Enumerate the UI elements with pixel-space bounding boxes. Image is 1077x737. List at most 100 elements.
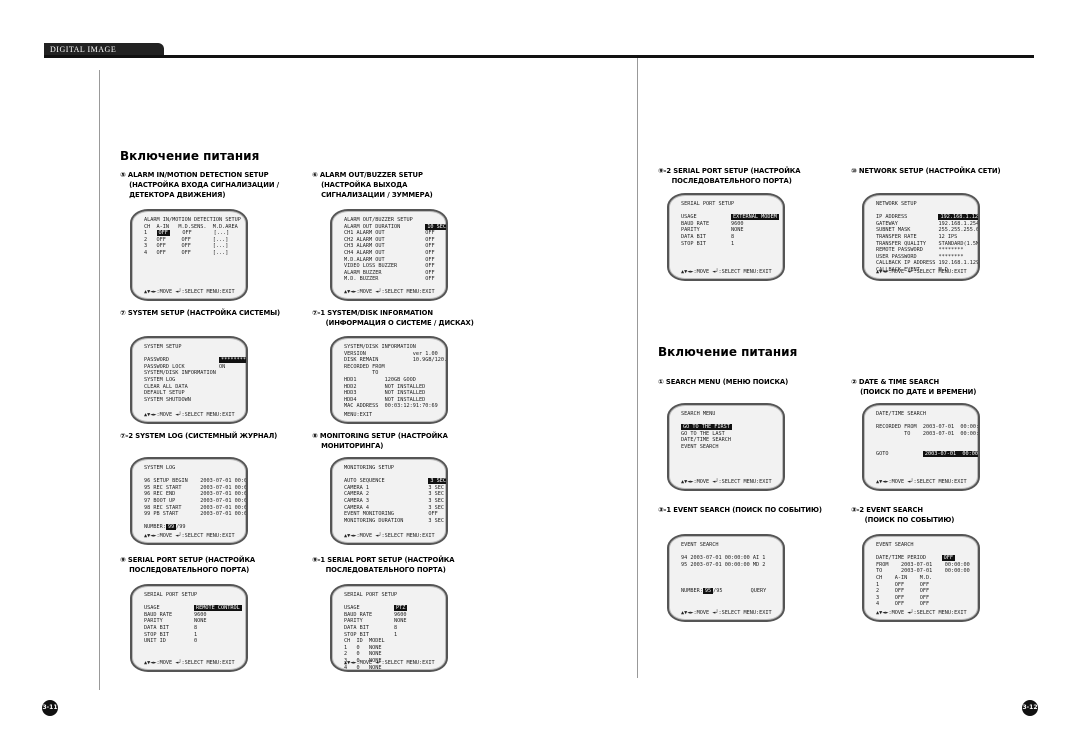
osd-text: SYSTEM/DISK INFORMATION	[144, 370, 216, 377]
osd-text: 2 OFF OFF [...]	[144, 236, 229, 243]
osd-line: ALARM BUZZER OFF	[344, 270, 438, 277]
osd-highlight[interactable]: EXTERNAL MODEM	[730, 214, 779, 221]
osd-text: CH4 ALARM OUT OFF	[344, 250, 435, 256]
osd-highlight[interactable]: OFF	[156, 230, 170, 237]
osd-line: 97 BOOT UP 2003-07-01 00:00:00	[144, 498, 246, 505]
osd-text: CH3 ALARM OUT OFF	[344, 243, 435, 250]
osd-highlight[interactable]: 99	[165, 524, 177, 531]
osd-text: HDD4 NOT INSTALLED	[344, 396, 426, 403]
osd-line: SYSTEM/DISK INFORMATION	[344, 344, 438, 351]
osd-highlight[interactable]: 192.168.1.129	[938, 214, 978, 221]
osd-text: SYSTEM SHUTDOWN	[144, 396, 191, 403]
osd-line: CAMERA 2 3 SEC	[344, 491, 444, 498]
osd-text: BAUD RATE 9600	[144, 611, 207, 618]
osd-text: DATA BIT 8	[344, 625, 398, 631]
osd-line: SERIAL PORT SETUP	[344, 592, 438, 599]
osd-line: 95 REC START 2003-07-01 00:00:00	[144, 485, 246, 492]
osd-footer: ▲▼◄►:MOVE ◄┘:SELECT MENU:EXIT	[344, 533, 435, 539]
osd-line: STOP BIT 1	[344, 632, 438, 639]
osd-highlight[interactable]: PTZ	[393, 605, 408, 612]
osd-line: TO	[344, 370, 438, 377]
osd-text: GOTO	[876, 450, 923, 457]
osd-text: USAGE	[344, 605, 394, 612]
osd-highlight[interactable]: GO TO THE FIRST	[681, 424, 732, 431]
osd-footer: ▲▼◄►:MOVE ◄┘:SELECT MENU:EXIT	[144, 289, 235, 295]
osd-text: VERSION ver 1.00	[344, 350, 438, 357]
osd-line: REMOTE PASSWORD ********	[876, 247, 970, 254]
osd-line: ALARM OUT/BUZZER SETUP	[344, 217, 438, 224]
osd-line: SYSTEM SETUP	[144, 344, 238, 351]
osd-line: DATA BIT 8	[681, 234, 775, 241]
osd-text: PARITY NONE	[344, 618, 407, 625]
osd-highlight[interactable]: OFF	[941, 555, 955, 562]
osd-footer: ▲▼◄►:MOVE ◄┘:SELECT MENU:EXIT	[876, 479, 967, 485]
osd-line: CALLBACK EVENT M.D	[876, 267, 970, 274]
osd-text: SUBNET MASK 255.255.255.0	[876, 227, 980, 234]
header-tab: DIGITAL IMAGE RECORDER	[44, 43, 164, 67]
osd-text: CAMERA 2 3 SEC	[344, 491, 444, 498]
osd-line: CH3 ALARM OUT OFF	[344, 243, 438, 250]
osd-line: 96 SETUP BEGIN 2003-07-01 00:00:00	[144, 478, 246, 485]
osd-line: HDD2 NOT INSTALLED	[344, 384, 438, 391]
osd-text: 95 REC START 2003-07-01 00:00:00	[144, 484, 248, 491]
osd-line: CH2 ALARM OUT OFF	[344, 237, 438, 244]
osd-text: RECORDED FROM 2003-07-01 00:00:00	[876, 424, 980, 431]
osd-highlight[interactable]: REMOTE CONTROL	[193, 605, 242, 612]
osd-line: NETWORK SETUP	[876, 201, 970, 208]
osd-text: HDD1 120GB GOOD	[344, 377, 416, 383]
panel-caption: ⑨ SERIAL PORT SETUP (НАСТРОЙКА ПОСЛЕДОВА…	[120, 556, 256, 574]
panel-caption: ⑤ ALARM IN/MOTION DETECTION SETUP (НАСТР…	[120, 171, 280, 199]
osd-line: UNIT ID 0	[144, 638, 238, 645]
osd-text: FROM 2003-07-01 00:00:00	[876, 561, 970, 568]
osd-line: SYSTEM LOG	[144, 465, 238, 472]
osd-line: 1 OFF OFF [...]	[144, 230, 238, 237]
osd-text: CLEAR ALL DATA	[144, 383, 188, 390]
osd-line: TO 2003-07-01 00:00:00	[876, 431, 978, 438]
osd-highlight[interactable]: 95	[702, 588, 714, 595]
osd-text: 96 SETUP BEGIN 2003-07-01 00:00:00	[144, 478, 248, 485]
osd-highlight[interactable]: 2003-07-01 00:00:00	[922, 450, 978, 457]
osd-line: 99 PB START 2003-07-01 00:00:00	[144, 511, 246, 518]
page-number-right: 3-12	[1022, 700, 1038, 716]
osd-text: 3 0 NONE	[344, 658, 382, 664]
panel-caption: ③-1 EVENT SEARCH (ПОИСК ПО СОБЫТИЮ)	[658, 506, 822, 514]
osd-line: 3 0 NONE	[344, 658, 438, 665]
osd-text: 95 2003-07-01 00:00:00 MD 2	[681, 561, 766, 568]
osd-highlight[interactable]: 3 SEC	[428, 478, 446, 485]
osd-highlight[interactable]: 10 SEC	[425, 223, 446, 230]
osd-line: GO TO THE FIRST	[681, 424, 775, 431]
osd-text: MONITORING SETUP	[344, 465, 394, 471]
osd-line: STOP BIT 1	[681, 241, 775, 248]
osd-line: TO 2003-07-01 00:00:00	[876, 568, 970, 575]
osd-text: 3 OFF OFF	[876, 594, 930, 601]
osd-text: STOP BIT 1	[681, 240, 735, 247]
osd-line: SUBNET MASK 255.255.255.0	[876, 227, 978, 234]
osd-line: 2 0 NONE	[344, 651, 438, 658]
panel-caption: ⑩ NETWORK SETUP (НАСТРОЙКА СЕТИ)	[851, 167, 1001, 175]
osd-text: PARITY NONE	[681, 227, 744, 234]
osd-text: USAGE	[681, 214, 731, 221]
osd-text: HDD2 NOT INSTALLED	[344, 383, 426, 390]
osd-line: TRANSFER RATE 12 IPS	[876, 234, 970, 241]
osd-text: EVENT SEARCH	[681, 444, 719, 450]
osd-line: CH ID MODEL	[344, 638, 438, 645]
osd-text: DATE/TIME SEARCH	[681, 437, 731, 444]
osd-highlight[interactable]: ********	[218, 357, 246, 364]
osd-line: USER PASSWORD ********	[876, 254, 970, 261]
osd-text: 4 OFF OFF	[876, 601, 930, 608]
osd-line: CAMERA 4 3 SEC	[344, 505, 444, 512]
osd-text: EVENT SEARCH	[876, 542, 914, 548]
osd-text: PASSWORD LOCK ON	[144, 363, 226, 370]
panel-caption: ⑥ ALARM OUT/BUZZER SETUP (НАСТРОЙКА ВЫХО…	[312, 171, 433, 199]
osd-text: CH A-IN M.D.	[876, 575, 933, 581]
osd-text: 96 REC END 2003-07-01 00:00:00	[144, 491, 248, 498]
panel-caption: ① SEARCH MENU (МЕНЮ ПОИСКА)	[658, 378, 789, 386]
osd-line: CAMERA 1 3 SEC	[344, 485, 444, 492]
osd-text: CALLBACK EVENT M.D	[876, 267, 948, 273]
osd-line: TRANSFER QUALITY STANDARD(1.5Mbps)	[876, 241, 978, 248]
osd-line: DISK REMAIN 10.9GB/120.0GB	[344, 357, 446, 364]
osd-text: CAMERA 4 3 SEC	[344, 504, 444, 511]
osd-line: ALARM OUT DURATION 10 SEC	[344, 223, 446, 231]
